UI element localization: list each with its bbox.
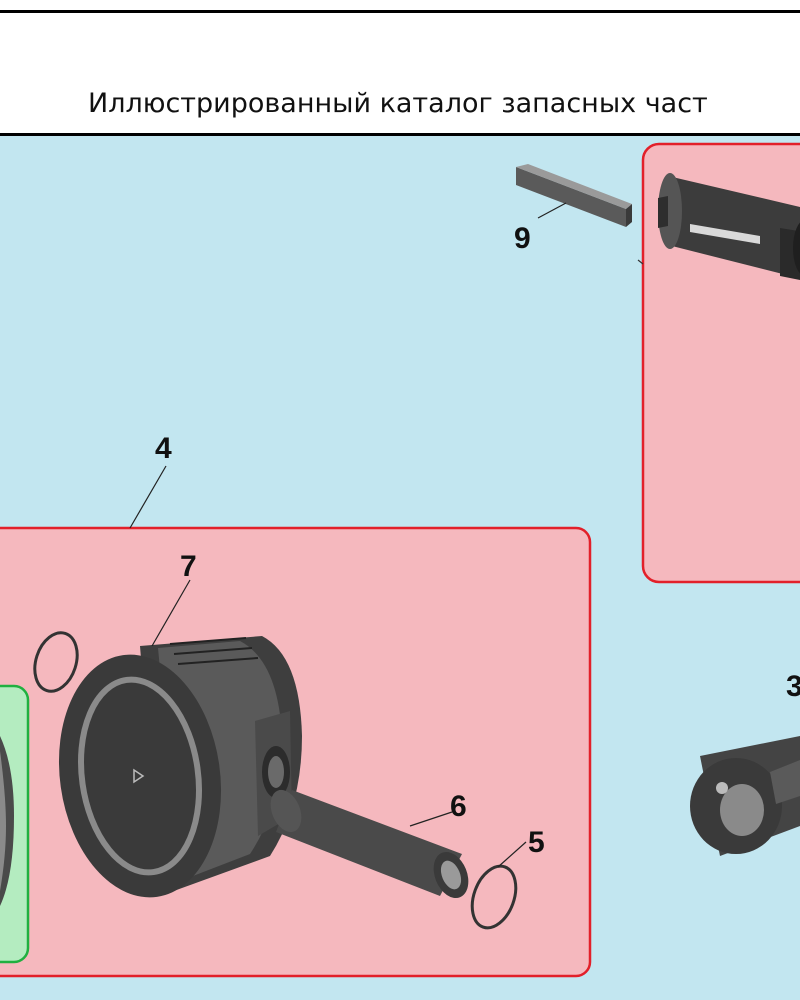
group-box-green xyxy=(0,684,30,964)
callout-4: 4 xyxy=(155,432,172,465)
title-underline xyxy=(0,133,800,136)
callout-5: 5 xyxy=(528,826,545,859)
callout-7: 7 xyxy=(180,550,197,583)
snap-ring-right xyxy=(470,864,518,930)
callout-9: 9 xyxy=(514,222,531,255)
page-title: Иллюстрированный каталог запасных част xyxy=(88,88,708,119)
callout-7-leader xyxy=(151,579,191,647)
callout-4-leader xyxy=(129,465,167,529)
top-border-line xyxy=(0,10,800,13)
callout-5-leader xyxy=(497,841,527,868)
green-group-part xyxy=(0,736,14,906)
connecting-rod-part xyxy=(690,736,800,856)
callout-6: 6 xyxy=(450,790,467,823)
crankshaft-part xyxy=(658,173,800,280)
callout-3: 3 xyxy=(786,670,800,703)
snap-ring-left xyxy=(33,631,79,693)
callout-9-leader xyxy=(537,202,567,219)
parts-diagram: 9 4 7 6 5 xyxy=(0,136,800,1000)
piston-pin-part xyxy=(270,789,469,899)
key-part xyxy=(516,164,632,227)
callout-6-leader xyxy=(409,811,453,827)
